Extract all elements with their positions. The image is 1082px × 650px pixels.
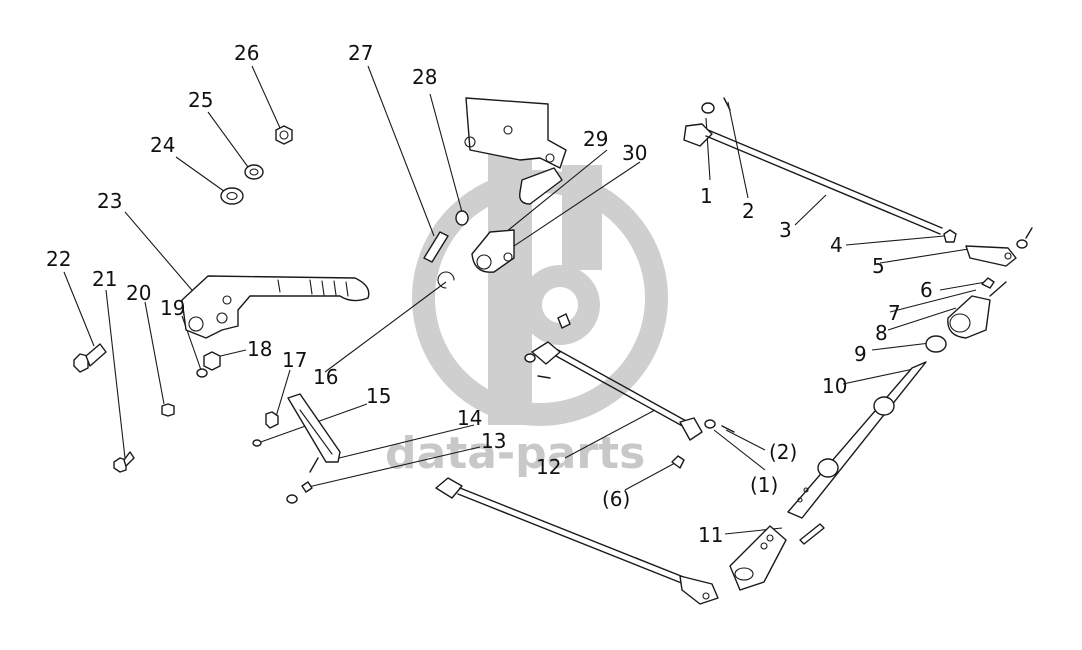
callout-16: 16 — [313, 365, 338, 389]
part-rod-12 — [524, 313, 735, 469]
part-nut-20 — [161, 403, 175, 417]
callout-26: 26 — [234, 41, 259, 65]
part-pin-2 — [723, 97, 731, 111]
callout-17: 17 — [282, 348, 307, 372]
callout-30: 30 — [622, 141, 647, 165]
callout-4: 4 — [830, 233, 843, 257]
part-bolt-17 — [265, 411, 279, 429]
callout-18: 18 — [247, 337, 272, 361]
callout-2: 2 — [742, 199, 755, 223]
part-washer-1 — [701, 102, 715, 114]
part-bracket-assembly — [464, 97, 567, 273]
part-nut-18 — [203, 351, 221, 371]
callout-1: 1 — [700, 184, 713, 208]
part-hand-lever-23 — [181, 275, 370, 339]
part-nut-26 — [275, 125, 293, 145]
callout-19: 19 — [160, 296, 185, 320]
part-clevis-5 — [965, 227, 1033, 267]
callout-8: 8 — [875, 321, 888, 345]
callout-5: 5 — [872, 254, 885, 278]
callout-labels: 26 25 24 23 22 21 20 19 18 17 16 15 14 1… — [46, 41, 933, 547]
part-washer-28 — [455, 210, 469, 226]
part-arm-11 — [729, 523, 825, 591]
part-bolt-21 — [113, 451, 135, 473]
callout-27: 27 — [348, 41, 373, 65]
callout-24: 24 — [150, 133, 175, 157]
callout-paren-1: (1) — [750, 473, 778, 497]
callout-6: 6 — [920, 278, 933, 302]
callout-14: 14 — [457, 406, 482, 430]
part-nut-4 — [943, 229, 957, 243]
part-pin-16 — [437, 271, 455, 289]
callout-12: 12 — [536, 455, 561, 479]
part-bottom-rod — [435, 477, 719, 605]
part-bolt-6 — [981, 277, 995, 289]
part-pin-13 — [286, 457, 319, 504]
part-shaft-10 — [787, 361, 927, 519]
part-washer-19 — [196, 368, 208, 378]
callout-11: 11 — [698, 523, 723, 547]
callout-paren-6: (6) — [602, 487, 630, 511]
callout-15: 15 — [366, 384, 391, 408]
part-ring-9 — [925, 335, 947, 353]
callout-25: 25 — [188, 88, 213, 112]
part-washer-25 — [244, 164, 264, 180]
callout-10: 10 — [822, 374, 847, 398]
callout-paren-2: (2) — [769, 440, 797, 464]
part-link-14 — [287, 393, 341, 463]
part-rod-3 — [683, 123, 943, 235]
callout-28: 28 — [412, 65, 437, 89]
callout-23: 23 — [97, 189, 122, 213]
part-washer-24 — [220, 187, 244, 205]
part-bolt-22 — [73, 343, 107, 373]
callout-20: 20 — [126, 281, 151, 305]
part-pin-27 — [423, 231, 449, 263]
callout-7: 7 — [888, 301, 901, 325]
callout-29: 29 — [583, 127, 608, 151]
callout-21: 21 — [92, 267, 117, 291]
callout-9: 9 — [854, 342, 867, 366]
callout-3: 3 — [779, 218, 792, 242]
part-bracket-7-8 — [947, 281, 1007, 339]
callout-13: 13 — [481, 429, 506, 453]
part-washer-15 — [252, 439, 262, 447]
callout-22: 22 — [46, 247, 71, 271]
